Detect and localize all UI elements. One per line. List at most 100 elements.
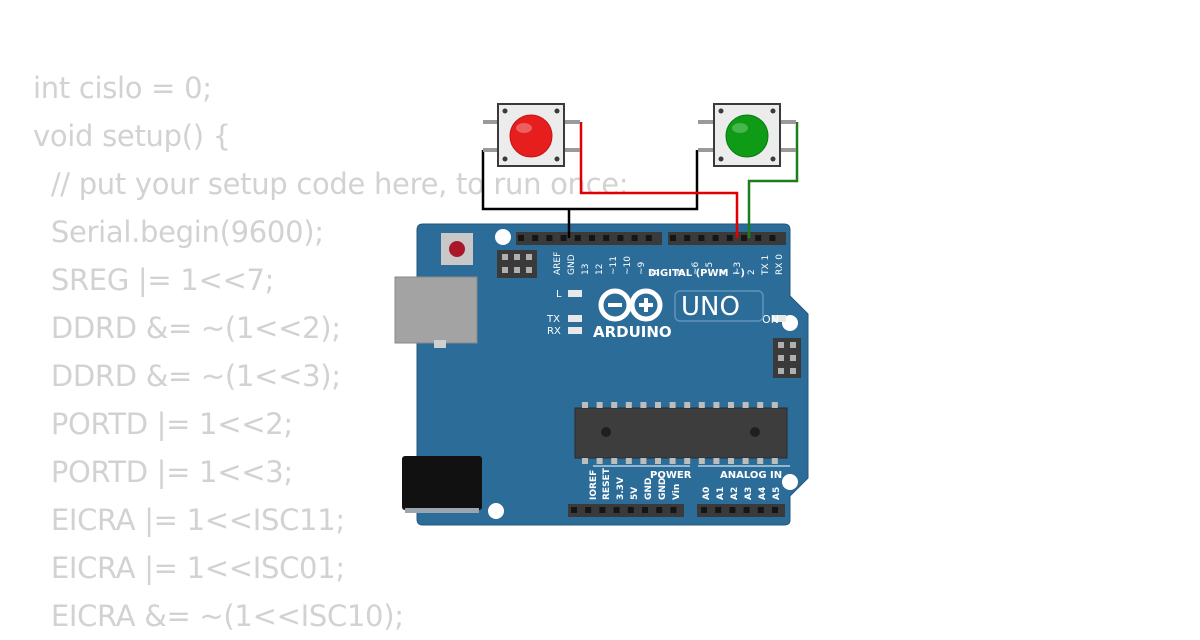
power-jack-shadow [405, 508, 479, 513]
pin-hole[interactable] [560, 235, 567, 241]
code-line: EICRA |= 1<<ISC11; [33, 503, 345, 537]
pin-label: 3.3V [616, 477, 626, 500]
pin-label: 13 [581, 264, 591, 275]
pin-hole[interactable] [726, 235, 733, 241]
chip-dot [750, 427, 760, 437]
pin-hole[interactable] [670, 235, 676, 241]
pin-hole[interactable] [546, 235, 553, 241]
pin-hole[interactable] [715, 507, 722, 513]
pin-hole[interactable] [684, 235, 691, 241]
green-push-button[interactable] [698, 103, 796, 167]
red-push-button[interactable] [483, 103, 580, 167]
pin-label: 8 [651, 269, 661, 275]
digital-header-label: DIGITAL (PWM ~) [648, 268, 745, 279]
pin-hole[interactable] [574, 235, 581, 241]
pin-hole[interactable] [613, 507, 620, 513]
pin-label: RX 0 [775, 254, 785, 275]
pin-label: ~10 [623, 256, 633, 275]
pin-hole[interactable] [729, 507, 736, 513]
uno-badge [674, 290, 764, 322]
pin-label: 12 [595, 264, 605, 275]
pin-hole[interactable] [617, 235, 624, 241]
arduino-logo-icon [598, 288, 663, 322]
power-header[interactable] [568, 504, 684, 517]
pin-label: 2 [747, 269, 757, 275]
usb-connector-edge [434, 340, 446, 348]
pin-label: 5V [630, 487, 640, 500]
analog-header[interactable] [697, 504, 785, 517]
model-label: UNO [681, 292, 740, 322]
pin-label: A0 [702, 487, 712, 500]
pin-hole[interactable] [772, 507, 778, 513]
pin-hole[interactable] [642, 507, 648, 513]
pin-hole[interactable] [627, 507, 634, 513]
wire-gnd [481, 150, 699, 211]
pin-hole[interactable] [656, 507, 663, 513]
red-button-cap [509, 114, 553, 158]
pin-label: A2 [730, 487, 740, 500]
pin-hole[interactable] [701, 507, 707, 513]
wire-red-button [579, 122, 739, 238]
led-tx: TX [546, 314, 582, 325]
pin-hole[interactable] [670, 507, 677, 513]
pin-hole[interactable] [645, 235, 652, 241]
led-rx: RX [547, 326, 582, 337]
pin-hole[interactable] [603, 235, 610, 241]
code-line: EICRA |= 1<<ISC01; [33, 551, 345, 585]
pin-hole[interactable] [741, 235, 747, 241]
code-listing: int cislo = 0; void setup() { // put you… [33, 64, 629, 640]
pin-hole[interactable] [712, 235, 719, 241]
pin-hole[interactable] [698, 235, 705, 241]
svg-text:TX: TX [546, 314, 560, 325]
code-line: PORTD |= 1<<3; [33, 455, 293, 489]
pin-label: A5 [772, 487, 782, 500]
mounting-hole [488, 503, 504, 519]
chip-legs [582, 402, 778, 464]
wire-green-button [747, 122, 799, 238]
pin-label: TX 1 [761, 255, 771, 276]
pin-label: 7 [677, 269, 687, 275]
code-line: SREG |= 1<<7; [33, 263, 275, 297]
pin-label: ~5 [705, 262, 715, 275]
code-line: DDRD &= ~(1<<2); [33, 311, 341, 345]
pin-label: IOREF [589, 470, 599, 500]
icsp-header-2 [773, 338, 801, 378]
chip-notch [601, 427, 611, 437]
code-line: DDRD &= ~(1<<3); [33, 359, 341, 393]
pin-hole[interactable] [769, 235, 776, 241]
pin-hole[interactable] [599, 507, 606, 513]
code-line: PORTD |= 1<<2; [33, 407, 293, 441]
pin-hole[interactable] [585, 507, 592, 513]
power-jack [402, 456, 482, 510]
pin-hole[interactable] [631, 235, 638, 241]
pin-label: ~6 [691, 261, 701, 275]
pin-hole[interactable] [755, 235, 762, 241]
top-pin-labels: AREF GND 13 12 ~11 ~10 ~9 8 7 ~6 ~5 4 ~3 2 TX 1 RX 0 [553, 252, 785, 276]
reset-button-cap[interactable] [449, 241, 465, 257]
pin-label: Vin [672, 484, 682, 500]
mounting-hole [782, 474, 798, 490]
analog-label: ANALOG IN [720, 470, 782, 481]
pin-label: GND [567, 254, 577, 275]
pin-label: ~11 [609, 256, 619, 275]
pin-label: ~9 [637, 261, 647, 275]
pin-hole[interactable] [532, 235, 539, 241]
pin-hole[interactable] [571, 507, 577, 513]
pin-hole[interactable] [757, 507, 764, 513]
pin-label: AREF [553, 252, 563, 275]
pin-label: 4 [719, 269, 729, 275]
pin-label: RESET [602, 467, 612, 500]
pin-hole[interactable] [518, 235, 524, 241]
top-pin-holes [518, 235, 776, 241]
pin-hole[interactable] [589, 235, 595, 241]
svg-text:L: L [556, 289, 562, 300]
pin-label: ~3 [733, 262, 743, 275]
icsp-header-1 [497, 250, 537, 278]
pin-hole[interactable] [743, 507, 750, 513]
mounting-hole [495, 229, 511, 245]
led-on: ON [772, 315, 786, 322]
code-line: void setup() { [33, 119, 231, 153]
bottom-pin-holes [571, 507, 778, 513]
